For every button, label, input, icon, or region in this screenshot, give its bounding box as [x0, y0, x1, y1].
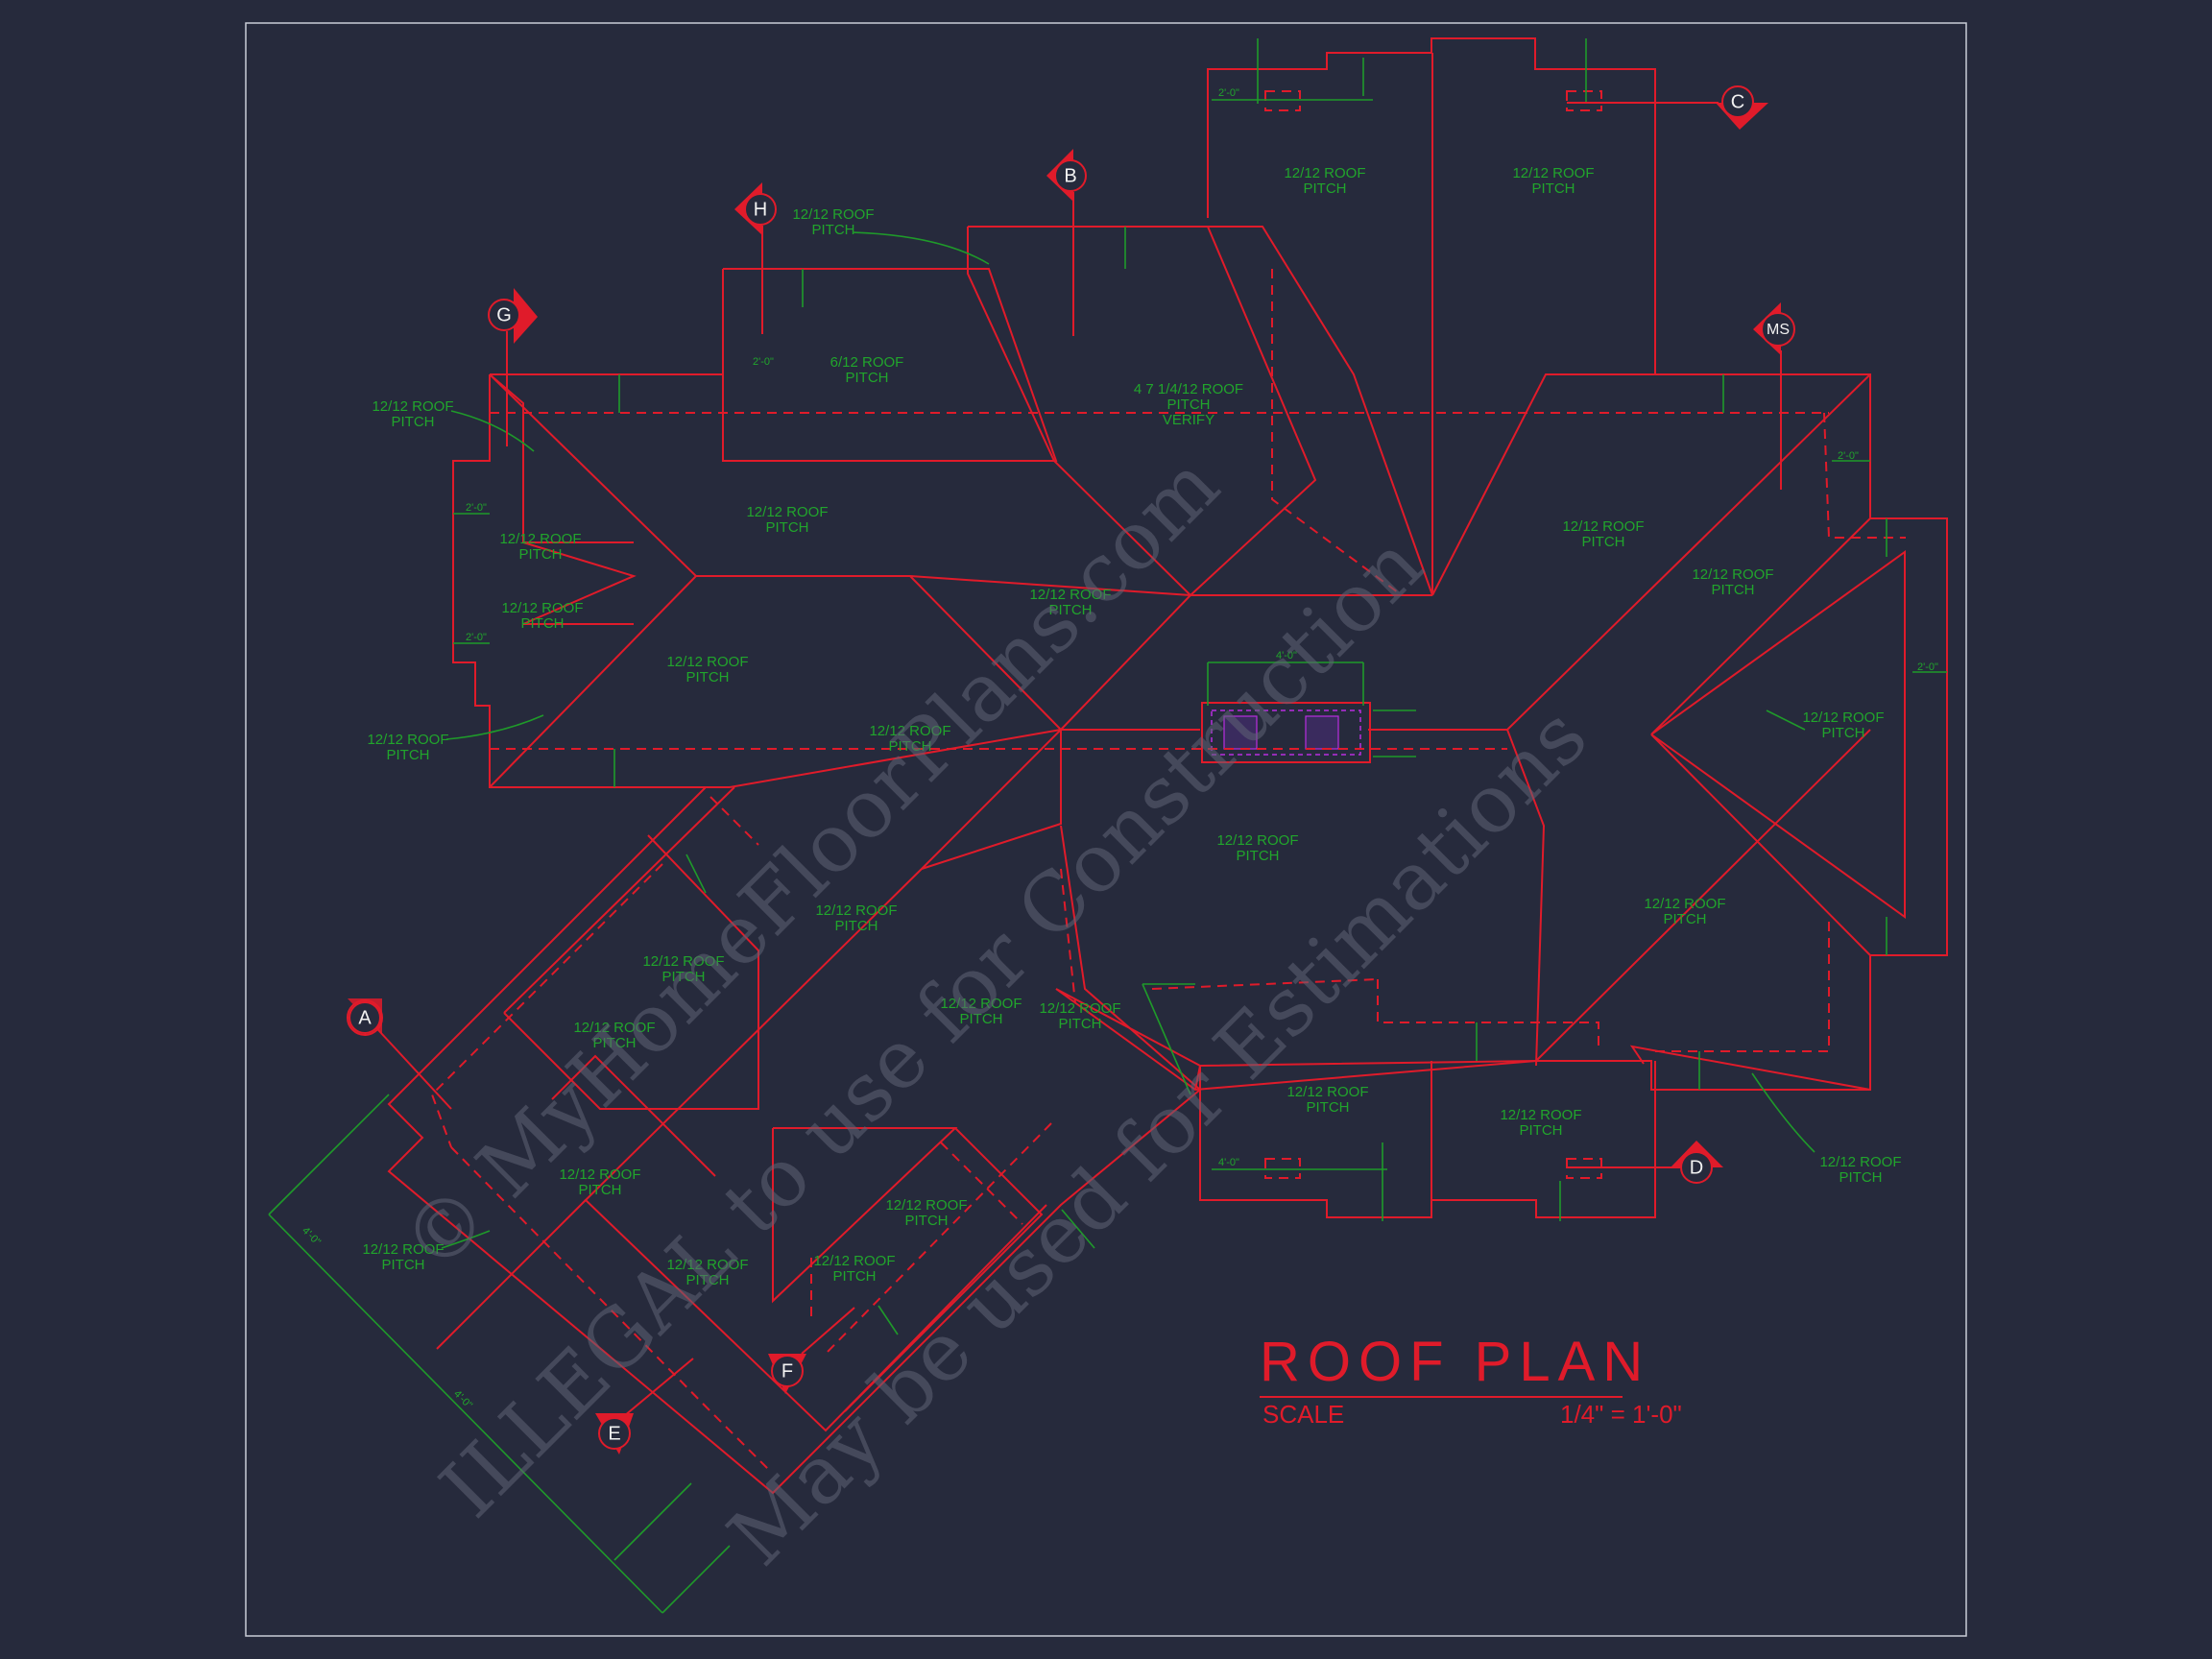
scale-value: 1/4" = 1'-0" — [1560, 1400, 1682, 1429]
dim-3: 2'-0" — [1838, 450, 1859, 462]
dim-5: 2'-0" — [466, 632, 487, 643]
section-tag-d: D — [1567, 1141, 1723, 1184]
dim-6: 4'-0" — [1276, 650, 1297, 661]
section-tag-h: H — [734, 182, 777, 334]
dim-8: 4'-0" — [1218, 1157, 1239, 1168]
section-tag-c: C — [1567, 85, 1768, 130]
dimension-lines — [268, 38, 1947, 1614]
section-tags: A B C D E F — [347, 85, 1795, 1455]
drawing-title: ROOF PLAN — [1260, 1331, 1650, 1393]
section-tag-g: G — [488, 288, 538, 446]
section-tag-ms: MS — [1753, 302, 1795, 490]
scale-label: SCALE — [1262, 1400, 1344, 1429]
title-block: ROOF PLAN SCALE 1/4" = 1'-0" — [1260, 1331, 1682, 1429]
svg-text:A: A — [358, 1007, 372, 1028]
dim-10: 4'-0" — [300, 1225, 323, 1248]
svg-text:G: G — [496, 304, 512, 325]
dim-4: 2'-0" — [466, 502, 487, 514]
section-tag-a: A — [347, 998, 452, 1110]
svg-text:MS: MS — [1767, 322, 1790, 338]
section-tag-f: F — [768, 1307, 855, 1394]
svg-text:B: B — [1064, 165, 1076, 186]
wall-below-lines — [430, 90, 1906, 1470]
dim-9: 4'-0" — [451, 1388, 474, 1411]
svg-text:F: F — [781, 1360, 793, 1382]
dim-1: 2'-0" — [1218, 87, 1239, 99]
section-tag-b: B — [1046, 149, 1087, 336]
section-tag-e: E — [595, 1358, 694, 1455]
svg-text:D: D — [1690, 1157, 1703, 1178]
sheet-border — [245, 22, 1967, 1637]
dim-7: 2'-0" — [1917, 661, 1938, 673]
svg-text:H: H — [754, 199, 767, 220]
pitch-leaders — [441, 231, 1815, 1249]
svg-text:C: C — [1731, 91, 1744, 112]
svg-text:E: E — [608, 1423, 620, 1444]
dim-2: 2'-0" — [753, 356, 774, 368]
roof-outline — [387, 37, 1948, 1495]
